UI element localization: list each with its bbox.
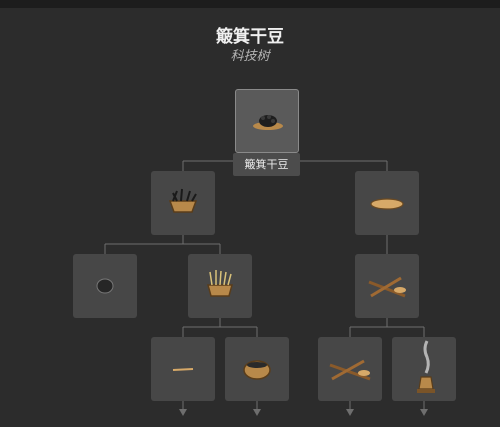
crossed-sticks-icon xyxy=(368,276,406,298)
tech-node-root[interactable] xyxy=(235,89,299,153)
tech-node-leaf-1[interactable] xyxy=(151,337,215,401)
tech-node-right[interactable] xyxy=(355,171,419,235)
basket-of-dried-beans-icon xyxy=(253,115,283,130)
round-basket-icon xyxy=(243,360,271,380)
item-tooltip: 簸箕干豆 xyxy=(233,153,300,176)
dark-seed-icon xyxy=(96,278,114,294)
page-subtitle: 科技树 xyxy=(230,49,270,64)
smoking-lantern-icon xyxy=(417,340,435,393)
page-title: 簸箕干豆 xyxy=(216,27,284,47)
crossed-sticks-icon xyxy=(329,359,371,381)
top-bar xyxy=(0,0,500,8)
tech-node-left[interactable] xyxy=(151,171,215,235)
tech-node-left-b[interactable] xyxy=(188,254,252,318)
basket-with-stalks-icon xyxy=(207,270,233,297)
tech-node-left-a[interactable] xyxy=(73,254,137,318)
expand-arrow-icon[interactable] xyxy=(346,409,354,416)
tech-node-leaf-2[interactable] xyxy=(225,337,289,401)
expand-arrow-icon[interactable] xyxy=(179,409,187,416)
tech-node-right-a[interactable] xyxy=(355,254,419,318)
woven-basket-icon xyxy=(168,188,198,213)
expand-arrow-icon[interactable] xyxy=(253,409,261,416)
flat-bread-icon xyxy=(370,198,404,210)
tech-node-leaf-4[interactable] xyxy=(392,337,456,401)
tech-node-leaf-3[interactable] xyxy=(318,337,382,401)
needle-icon xyxy=(172,368,194,371)
expand-arrow-icon[interactable] xyxy=(420,409,428,416)
